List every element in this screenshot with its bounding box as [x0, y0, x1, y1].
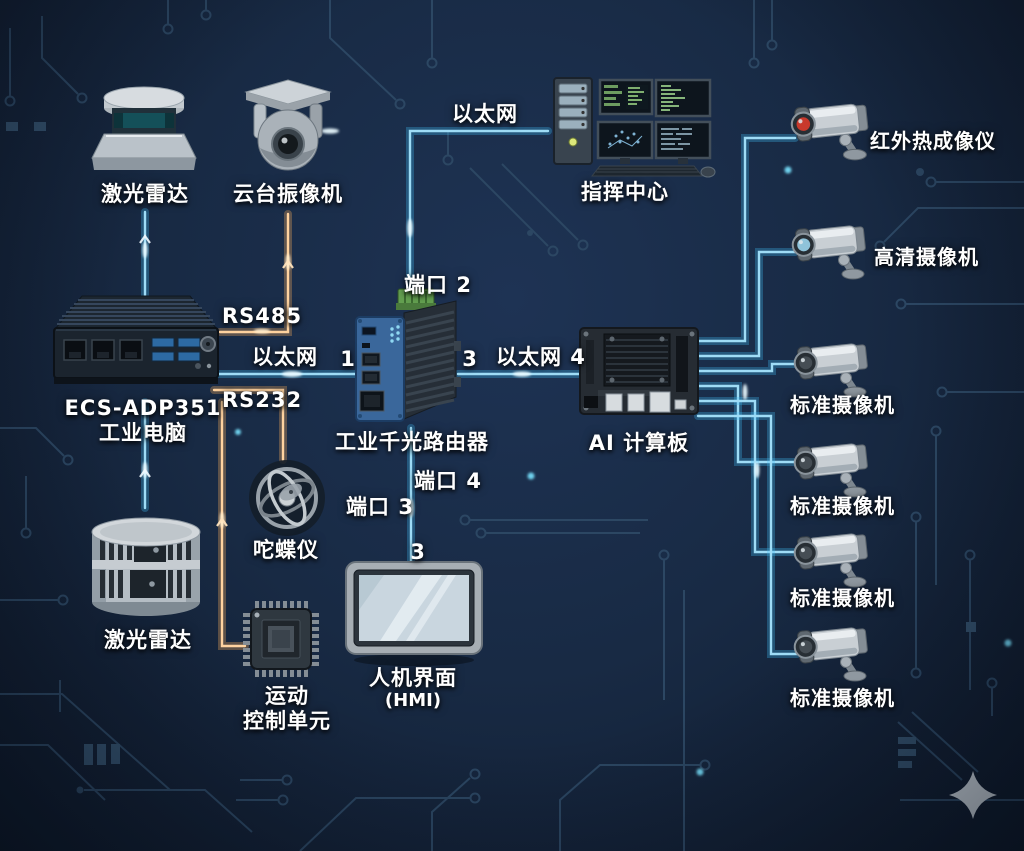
- std-camera-icon: [793, 526, 879, 590]
- lidar-icon: [91, 86, 197, 170]
- node-lidar-bottom: [84, 502, 208, 630]
- lidar-top-label: 激光雷达: [101, 182, 189, 206]
- node-hd-camera: [791, 218, 877, 286]
- link-ai-std-camera-1: [694, 360, 801, 375]
- node-std-camera-3: [793, 526, 879, 594]
- std-camera-icon: [793, 436, 879, 500]
- hmi-sublabel: (HMI): [384, 690, 442, 711]
- router-port3-number: 3: [462, 347, 478, 371]
- link-ai-thermal-imager: [694, 134, 799, 345]
- hd-camera-icon: [791, 218, 877, 282]
- link-ai-std-camera-2: [694, 382, 801, 466]
- link-rs485: [216, 210, 292, 336]
- industrial-pc-label: 工业电脑: [99, 421, 187, 445]
- node-ptz-camera: [240, 74, 336, 184]
- industrial-pc-model-label: ECS-ADP351: [64, 396, 222, 420]
- router-port3-label: 端口 3: [346, 495, 414, 519]
- thermal-imager-icon: [790, 96, 880, 163]
- ai-board-icon: [579, 327, 699, 415]
- std-camera-2-label: 标准摄像机: [790, 494, 895, 518]
- node-hmi: [344, 560, 484, 670]
- link-ai-std-camera-4: [694, 412, 801, 658]
- node-lidar-top: [88, 82, 200, 182]
- link-ai-hd-camera: [694, 248, 799, 360]
- std-camera-1-label: 标准摄像机: [790, 393, 895, 417]
- link-rs232: [210, 386, 287, 464]
- motion-controller-label-line1: 运动: [265, 684, 309, 708]
- node-router: [348, 285, 468, 437]
- motion-controller-icon: [243, 601, 319, 677]
- hmi-icon: [345, 561, 483, 666]
- node-thermal-imager: [790, 96, 880, 167]
- thermal-imager-label: 红外热成像仪: [870, 129, 996, 153]
- link-ai-std-camera-3: [694, 397, 801, 556]
- hd-camera-label: 高清摄像机: [874, 245, 979, 269]
- std-camera-icon: [793, 620, 879, 684]
- router-port4-label: 端口 4: [414, 469, 482, 493]
- router-port2-label: 端口 2: [404, 273, 472, 297]
- node-std-camera-4: [793, 620, 879, 688]
- ai-board-label: AI 计算板: [588, 431, 690, 455]
- node-gyroscope: [246, 454, 328, 546]
- std-camera-icon: [793, 336, 879, 400]
- node-motion-controller: [242, 598, 320, 684]
- node-industrial-pc: [48, 292, 224, 408]
- hmi-port-number: 3: [410, 540, 426, 564]
- pc-router-ethernet-label: 以太网: [252, 345, 318, 369]
- gyroscope-label: 咜蝶仪: [253, 538, 319, 562]
- link-router-command-center: [406, 127, 552, 306]
- std-camera-4-label: 标准摄像机: [790, 686, 895, 710]
- router-label: 工业千光路由器: [335, 430, 489, 454]
- lidar-bottom-icon: [91, 517, 201, 616]
- node-ai-board: [576, 320, 704, 426]
- gyroscope-icon: [249, 460, 325, 536]
- hmi-label: 人机界面: [369, 666, 457, 690]
- std-camera-3-label: 标准摄像机: [790, 586, 895, 610]
- ptz-camera-icon: [244, 79, 332, 171]
- node-command-center: [548, 70, 716, 184]
- router-port1-number: 1: [340, 347, 356, 371]
- command-center-label: 指挥中心: [581, 180, 669, 204]
- rs485-link-label: RS485: [222, 304, 303, 328]
- lidar-bottom-label: 激光雷达: [104, 628, 192, 652]
- router-icon: [355, 288, 461, 422]
- rs232-link-label: RS232: [222, 388, 303, 412]
- link-pc-motion-controller: [218, 398, 249, 650]
- router-ai-ethernet-label: 以太网 4: [496, 345, 586, 369]
- motion-controller-label-line2: 控制单元: [243, 709, 331, 733]
- industrial-pc-icon: [53, 295, 219, 384]
- ptz-camera-label: 云台振像机: [233, 182, 343, 206]
- router-command-ethernet-label: 以太网: [452, 102, 518, 126]
- command-center-icon: [553, 77, 716, 178]
